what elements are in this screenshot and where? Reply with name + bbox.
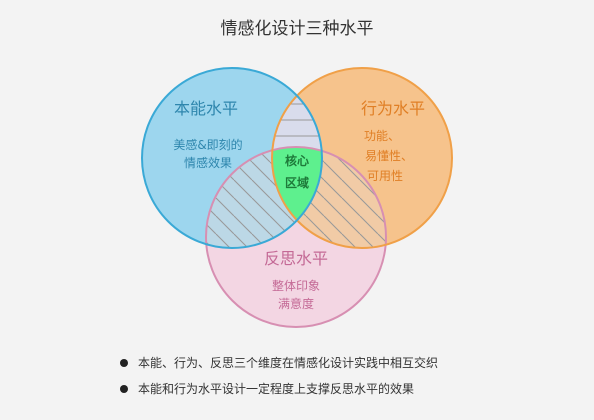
core-line-1: 核心	[285, 153, 309, 168]
reflective-desc-line-2: 满意度	[278, 296, 314, 311]
visceral-desc-line-1: 美感&即刻的	[173, 137, 242, 152]
core-line-2: 区域	[285, 175, 309, 190]
diagram-title: 情感化设计三种水平	[220, 19, 374, 39]
reflective-title: 反思水平	[264, 249, 328, 268]
reflective-desc-line-1: 整体印象	[272, 278, 320, 293]
reflective-outline	[205, 146, 387, 328]
bullet-list: 本能、行为、反思三个维度在情感化设计实践中相互交织 本能和行为水平设计一定程度上…	[120, 356, 438, 408]
visceral-desc-line-2: 情感效果	[184, 155, 232, 170]
bullet-item: 本能、行为、反思三个维度在情感化设计实践中相互交织	[120, 356, 438, 370]
behavioral-desc-line-2: 易懂性、	[365, 149, 413, 163]
bullet-text: 本能、行为、反思三个维度在情感化设计实践中相互交织	[138, 356, 439, 370]
bullet-item: 本能和行为水平设计一定程度上支撑反思水平的效果	[120, 382, 438, 396]
visceral-outline	[141, 67, 323, 249]
visceral-title: 本能水平	[174, 99, 238, 118]
behavioral-title: 行为水平	[361, 99, 425, 118]
bullet-dot-icon	[120, 359, 128, 367]
behavioral-desc-line-1: 功能、	[364, 129, 400, 143]
bullet-dot-icon	[120, 385, 128, 393]
bullet-text: 本能和行为水平设计一定程度上支撑反思水平的效果	[138, 382, 415, 396]
behavioral-desc-line-3: 可用性	[367, 169, 403, 183]
behavioral-outline	[271, 67, 453, 249]
